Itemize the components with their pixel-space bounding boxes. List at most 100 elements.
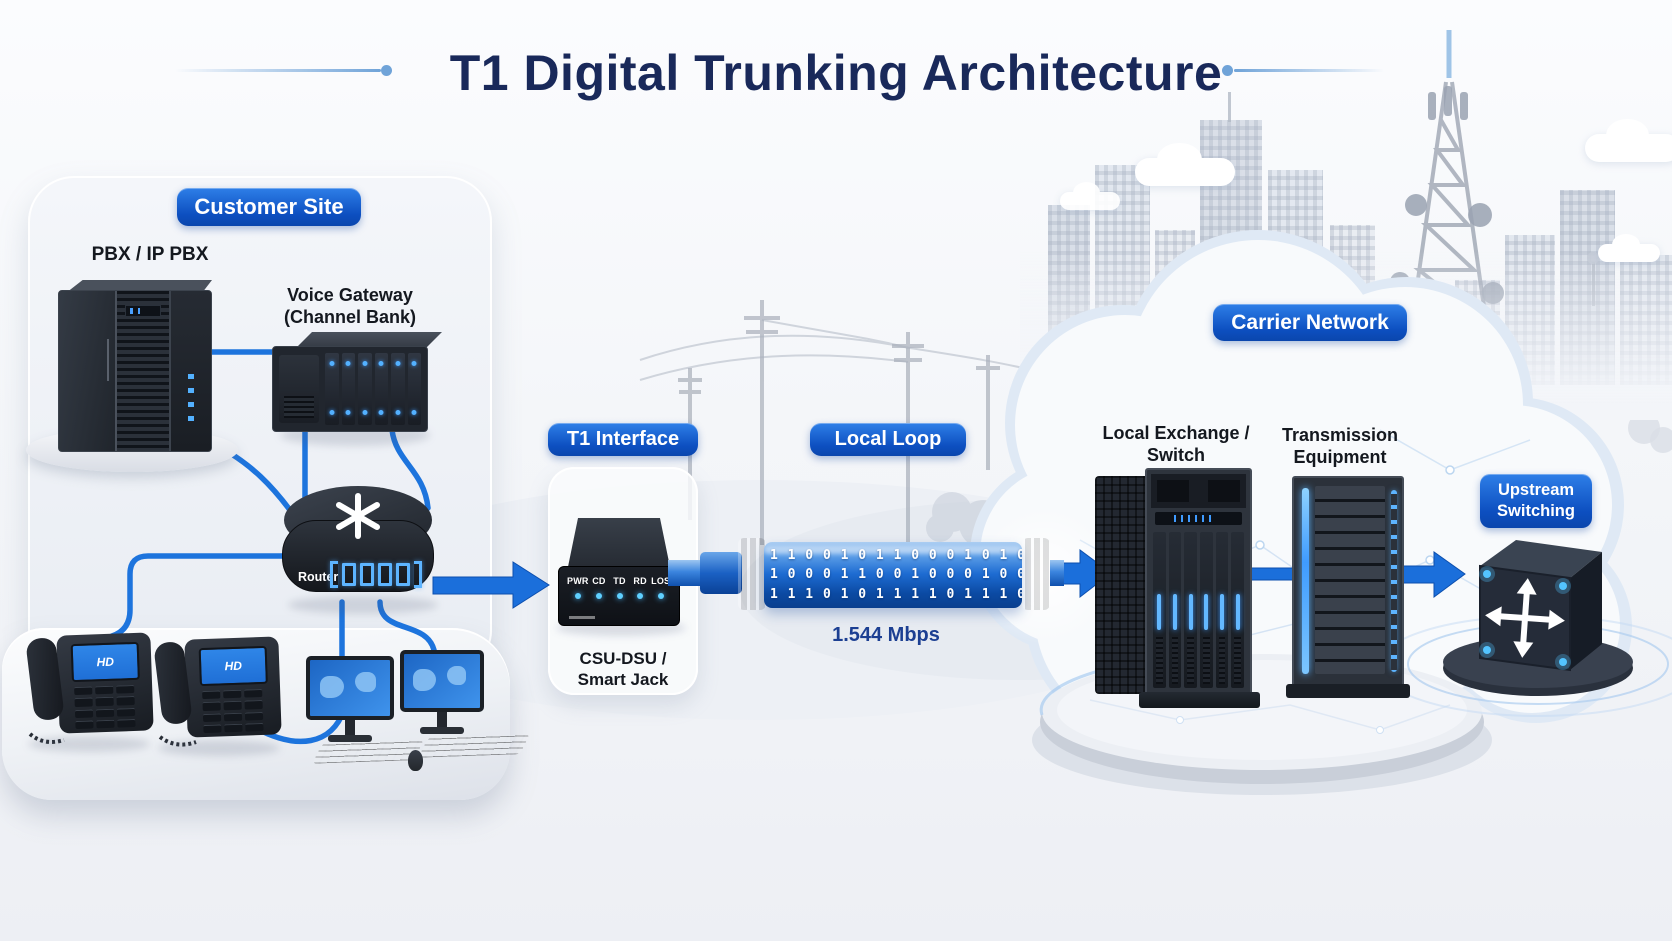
binary-stream-row: 1 0 0 0 1 1 0 0 1 0 0 0 1 0 0 0 0 1 0 0	[770, 567, 1022, 582]
led-dot-icon	[657, 593, 664, 599]
pbx-label: PBX / IP PBX	[91, 244, 209, 265]
blade	[1168, 532, 1182, 688]
pbx-door	[59, 291, 117, 451]
blade	[1184, 532, 1198, 688]
rack-front	[1145, 468, 1252, 700]
csu-dsu-label: CSU-DSU / Smart Jack	[548, 648, 698, 690]
local-loop-badge: Local Loop	[810, 423, 966, 456]
transmission-label-line: Equipment	[1293, 447, 1387, 467]
phone-screen: HD	[198, 645, 268, 687]
title-divider-right	[1234, 69, 1384, 72]
drop-shadow	[28, 736, 150, 752]
ip-phone: HD	[25, 630, 154, 742]
rack-side-face	[1095, 476, 1145, 694]
pipe-stem	[1050, 560, 1064, 586]
csu-led-row: PWR CD TD RD LOS	[559, 567, 679, 599]
phone-cords-icon	[28, 732, 197, 747]
page-title: T1 Digital Trunking Architecture	[449, 45, 1223, 101]
keyboard	[418, 734, 530, 758]
drop-shadow	[158, 740, 280, 756]
pipe-sleeve	[700, 552, 742, 594]
voice-gateway-device	[272, 332, 428, 432]
gateway-label-line: (Channel Bank)	[283, 307, 416, 327]
rack-bezel	[1151, 474, 1246, 508]
csu-dsu-device: PWR CD TD RD LOS	[558, 518, 680, 626]
channel-module	[374, 353, 388, 425]
router-ports-icon	[330, 561, 422, 588]
monitor-screen	[306, 656, 394, 720]
phone-body: HD	[56, 632, 154, 734]
rack-modules	[1315, 486, 1385, 674]
channel-module	[358, 353, 372, 425]
desktop-monitor	[306, 656, 394, 742]
exchange-label-line: Local Exchange /	[1102, 423, 1250, 443]
local-exchange-rack	[1095, 468, 1260, 708]
csu-brand-mark	[569, 616, 595, 619]
phone-keypad	[74, 684, 136, 730]
blade	[1231, 532, 1245, 688]
customer-site-badge: Customer Site	[177, 188, 361, 226]
channel-module	[325, 353, 339, 425]
monitor-base	[420, 727, 464, 734]
rack-base	[1286, 684, 1410, 698]
monitor-stand	[437, 712, 447, 727]
blade	[1215, 532, 1229, 688]
binary-stream-row: 1 1 0 0 1 0 1 1 0 0 0 1 0 1 0 0 0 0 1 0	[770, 548, 1022, 563]
phone-keypad	[202, 688, 264, 734]
pbx-top-face	[67, 280, 212, 292]
channel-module	[407, 353, 421, 425]
local-exchange-label: Local Exchange / Switch	[1081, 422, 1271, 466]
led-dot-column-icon	[1391, 490, 1397, 672]
voice-gateway-label: Voice Gateway (Channel Bank)	[266, 284, 434, 328]
pipe-flange	[738, 538, 766, 610]
pbx-led-display	[125, 305, 161, 317]
t1-data-pipe: 1 1 0 0 1 0 1 1 0 0 0 1 0 1 0 0 0 0 1 0 …	[764, 542, 1022, 608]
gateway-channel-modules	[325, 353, 421, 425]
sky-cloud-icon	[1585, 118, 1672, 162]
transmission-equipment-label: Transmission Equipment	[1250, 424, 1430, 468]
gateway-label-line: Voice Gateway	[287, 285, 413, 305]
phone-screen: HD	[70, 641, 140, 683]
csu-label-line: CSU-DSU /	[579, 649, 667, 668]
led-strip-icon	[1302, 488, 1309, 674]
pbx-led-column	[169, 291, 211, 451]
rack-front	[1292, 476, 1404, 688]
transmission-label-line: Transmission	[1281, 425, 1399, 445]
pipe-flange	[1022, 538, 1050, 610]
channel-module	[341, 353, 355, 425]
exchange-label-line: Switch	[1146, 445, 1205, 465]
gateway-front	[272, 346, 428, 432]
blade	[1200, 532, 1213, 688]
title-dot-icon	[1222, 65, 1233, 76]
led-dot-icon	[574, 593, 581, 599]
status-led: RD	[630, 576, 651, 599]
monitor-base	[328, 735, 372, 742]
drop-shadow	[288, 596, 438, 614]
ip-phone: HD	[153, 634, 282, 746]
phone-body: HD	[184, 636, 282, 738]
t1-interface-badge: T1 Interface	[548, 423, 698, 456]
upstream-badge-line: Upstream	[1497, 481, 1575, 500]
mouse	[408, 750, 423, 771]
csu-label-line: Smart Jack	[577, 670, 669, 689]
csu-front-panel: PWR CD TD RD LOS	[558, 566, 680, 626]
sky-cloud-icon	[1598, 234, 1660, 262]
sky-cloud-icon	[1135, 142, 1235, 186]
led-dot-icon	[595, 593, 602, 599]
status-led: CD	[589, 576, 610, 599]
led-dot-icon	[637, 593, 644, 599]
rack-blades	[1153, 532, 1245, 688]
blade	[1153, 532, 1166, 688]
sky-cloud-icon	[1060, 182, 1120, 210]
monitor-stand	[345, 720, 355, 735]
csu-top-face	[567, 518, 671, 568]
snowflake-asterisk-icon	[336, 493, 380, 539]
rack-display	[1155, 512, 1242, 525]
router-device: Router	[282, 486, 434, 604]
upstream-badge-line: Switching	[1497, 502, 1575, 520]
status-led: LOS	[650, 576, 671, 599]
title-dot-icon	[381, 65, 392, 76]
power-wires-icon	[639, 319, 1041, 381]
